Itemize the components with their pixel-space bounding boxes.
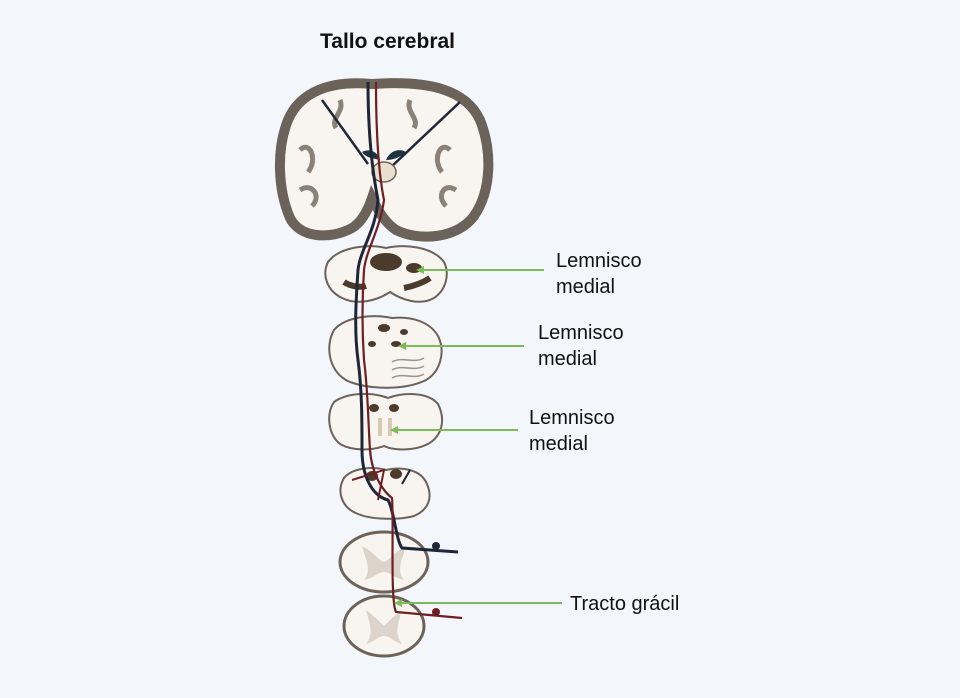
diagram-title: Tallo cerebral — [320, 30, 456, 53]
pathway-red-line — [361, 81, 463, 620]
lower-medulla-section — [339, 467, 431, 520]
ganglion-dark — [432, 542, 440, 550]
leader-lines — [390, 266, 562, 607]
label-lemnisco-medial-medulla: Lemnisco medial — [529, 405, 615, 457]
label-line: Tracto grácil — [570, 593, 680, 615]
label-line: Lemnisco — [529, 407, 615, 429]
ventricle-right — [386, 150, 406, 160]
upper-medulla-section — [328, 392, 444, 451]
cerebrum-outline — [274, 78, 494, 242]
spinal-cord-section-upper — [338, 530, 430, 594]
label-line: Lemnisco — [538, 322, 624, 344]
pathway-dark-line — [354, 81, 459, 554]
internal-capsule-right — [389, 101, 461, 169]
label-line: medial — [538, 348, 597, 370]
label-lemnisco-medial-midbrain: Lemnisco medial — [556, 248, 642, 300]
label-line: Lemnisco — [556, 250, 642, 272]
spinal-cord-section-lower — [342, 594, 426, 658]
midbrain-section — [324, 245, 448, 303]
internal-capsule-left — [320, 99, 370, 165]
ganglion-red — [432, 608, 440, 616]
pons-section — [328, 315, 443, 389]
dorsal-column-pathway — [351, 81, 463, 620]
label-line: medial — [529, 433, 588, 455]
label-tracto-gracil: Tracto grácil — [570, 591, 679, 617]
cerebrum-section — [274, 78, 494, 242]
label-lemnisco-medial-pons: Lemnisco medial — [538, 320, 624, 372]
label-line: medial — [556, 276, 615, 298]
